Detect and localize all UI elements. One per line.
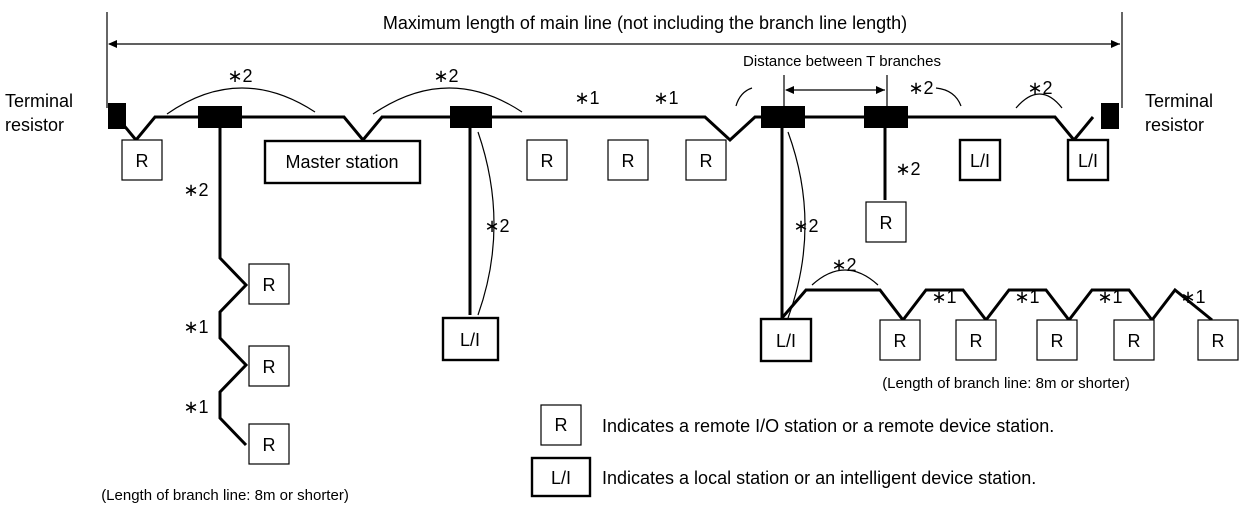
star2-annotation: ∗2: [1027, 78, 1052, 98]
svg-text:R: R: [622, 151, 635, 171]
legend-remote-symbol-label: R: [555, 415, 568, 435]
star1-annotation: ∗1: [1097, 287, 1122, 307]
star1-annotation: ∗1: [1014, 287, 1039, 307]
local-station: L/I: [1066, 138, 1110, 182]
master-station-label: Master station: [285, 152, 398, 172]
svg-text:R: R: [970, 331, 983, 351]
svg-text:R: R: [1051, 331, 1064, 351]
remote-station: R: [248, 263, 290, 305]
star1-annotation: ∗1: [653, 88, 678, 108]
svg-text:R: R: [136, 151, 149, 171]
terminal-resistor-left-line1: Terminal: [5, 91, 73, 111]
svg-text:R: R: [1212, 331, 1225, 351]
star1-annotation: ∗1: [183, 317, 208, 337]
svg-text:R: R: [894, 331, 907, 351]
svg-text:L/I: L/I: [970, 151, 990, 171]
legend-remote-symbol: [540, 404, 582, 446]
terminal-resistor-right-line2: resistor: [1145, 115, 1204, 135]
svg-text:L/I: L/I: [776, 331, 796, 351]
remote-station: R: [607, 139, 649, 181]
svg-text:R: R: [263, 275, 276, 295]
terminal-resistor-left-line2: resistor: [5, 115, 64, 135]
left-branch-line: [218, 117, 249, 447]
branch-connector-1: [198, 106, 242, 128]
arc-branch-right: [787, 131, 806, 319]
svg-text:L/I: L/I: [1078, 151, 1098, 171]
remote-station: R: [685, 139, 727, 181]
star2-annotation: ∗2: [831, 255, 856, 275]
legend-local-text: Indicates a local station or an intellig…: [602, 468, 1036, 488]
terminal-resistor-right-line1: Terminal: [1145, 91, 1213, 111]
svg-text:R: R: [263, 435, 276, 455]
remote-station: R: [955, 319, 997, 361]
arc-main-3: [735, 87, 753, 107]
remote-station: R: [526, 139, 568, 181]
branch-connector-3: [761, 106, 805, 128]
svg-text:R: R: [541, 151, 554, 171]
remote-station: R: [1113, 319, 1155, 361]
star1-annotation: ∗1: [931, 287, 956, 307]
local-station: L/I: [958, 138, 1002, 182]
remote-station: R: [1036, 319, 1078, 361]
local-station: L/I: [759, 317, 813, 363]
terminal-resistor-left-icon: [108, 103, 126, 129]
remote-station: R: [248, 423, 290, 465]
star2-annotation: ∗2: [227, 66, 252, 86]
t-branch-distance-label: Distance between T branches: [743, 53, 941, 70]
legend-local-symbol: [530, 456, 592, 498]
main-line: [115, 115, 1095, 143]
local-station: L/I: [441, 316, 500, 362]
star2-annotation: ∗2: [484, 216, 509, 236]
branch-connector-4: [864, 106, 908, 128]
remote-station: R: [248, 345, 290, 387]
svg-text:R: R: [880, 213, 893, 233]
branch-connector-2: [450, 106, 492, 128]
star2-annotation: ∗2: [433, 66, 458, 86]
legend: R Indicates a remote I/O station or a re…: [530, 404, 1054, 498]
star2-annotation: ∗2: [908, 78, 933, 98]
star1-annotation: ∗1: [183, 397, 208, 417]
arc-main-2: [372, 87, 523, 115]
star1-annotation: ∗1: [1180, 287, 1205, 307]
branch-note-left: (Length of branch line: 8m or shorter): [101, 487, 349, 504]
star2-annotation: ∗2: [895, 159, 920, 179]
svg-text:L/I: L/I: [460, 330, 480, 350]
master-station: [263, 139, 422, 185]
svg-text:R: R: [263, 357, 276, 377]
legend-remote-text: Indicates a remote I/O station or a remo…: [602, 416, 1054, 436]
branch-note-right: (Length of branch line: 8m or shorter): [882, 375, 1130, 392]
remote-station: R: [865, 201, 907, 243]
arc-main-4: [935, 87, 962, 107]
svg-text:R: R: [700, 151, 713, 171]
remote-station: R: [879, 319, 921, 361]
remote-station: R: [1197, 319, 1239, 361]
main-line-title: Maximum length of main line (not includi…: [383, 13, 907, 33]
arc-branch-middle: [477, 131, 495, 316]
star1-annotation: ∗1: [574, 88, 599, 108]
arc-main-5: [1015, 93, 1063, 109]
remote-station: R: [121, 139, 163, 181]
right-branch-line: [780, 117, 1213, 323]
arc-main-1: [166, 87, 316, 115]
svg-text:R: R: [1128, 331, 1141, 351]
legend-local-symbol-label: L/I: [551, 468, 571, 488]
arc-branch-right-2: [811, 269, 879, 286]
star2-annotation: ∗2: [793, 216, 818, 236]
star2-annotation: ∗2: [183, 180, 208, 200]
terminal-resistor-right-icon: [1101, 103, 1119, 129]
